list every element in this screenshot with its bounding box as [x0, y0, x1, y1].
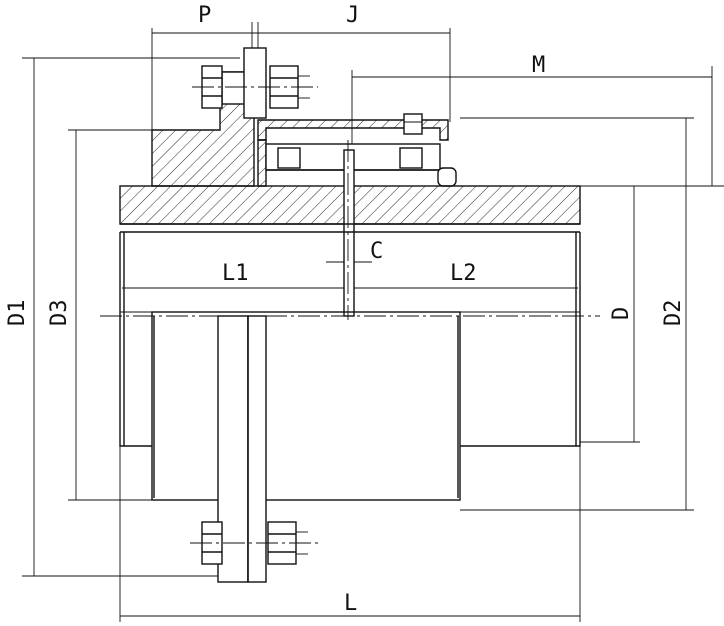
upper-section [119, 71, 581, 317]
label-m: M [532, 53, 545, 78]
label-d3: D3 [47, 300, 72, 327]
lower-bolt [190, 521, 320, 565]
label-p: P [198, 3, 211, 28]
label-d2: D2 [661, 300, 686, 327]
label-l1: L1 [222, 261, 249, 286]
label-d1: D1 [5, 300, 30, 327]
label-c: C [370, 239, 383, 264]
dimension-lines [22, 22, 724, 622]
label-d: D [609, 307, 634, 320]
label-l: L [344, 591, 357, 616]
upper-bolt [192, 47, 318, 119]
dimension-labels: P J M C L1 L2 L D1 D3 D D2 [5, 3, 686, 616]
label-j: J [346, 3, 359, 28]
label-l2: L2 [450, 261, 477, 286]
lower-view [119, 232, 581, 583]
